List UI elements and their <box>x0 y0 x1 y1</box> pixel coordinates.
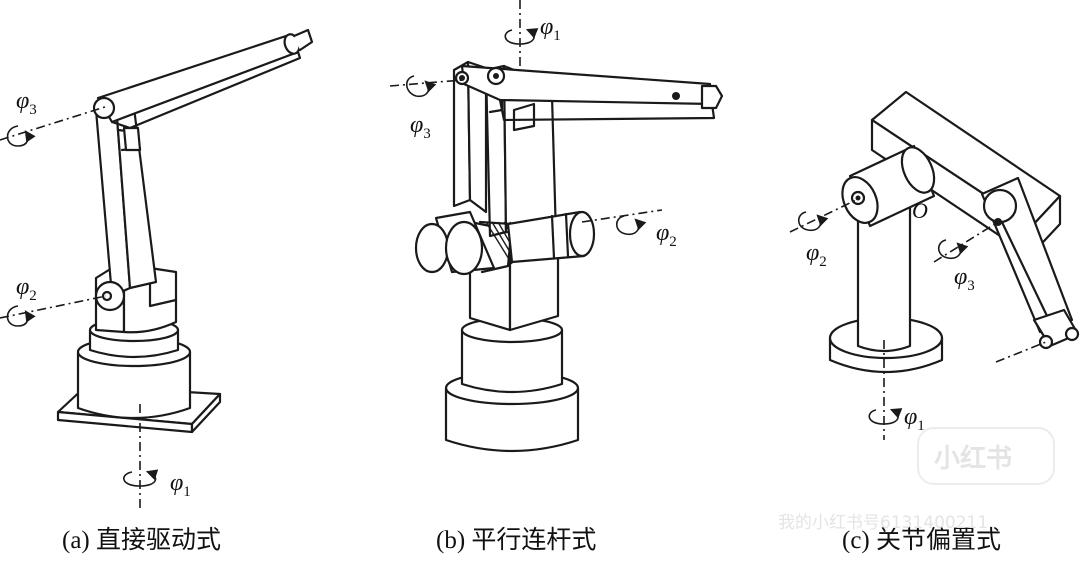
panel-b-joint-2-label: φ2 <box>656 220 677 250</box>
watermark: 小红书 我的小红书号6131400211 <box>778 427 1055 533</box>
panel-a-joint-2-label: φ2 <box>16 274 37 304</box>
panel-c-joint-3-label: φ3 <box>954 264 975 294</box>
panel-b-caption: (b) 平行连杆式 <box>436 526 596 554</box>
watermark-logo-frame <box>917 427 1055 485</box>
panel-c-origin-label: O <box>912 198 928 223</box>
panel-c-offset-joint-robot: O φ2 φ3 φ1 (c) 关节偏置式 <box>789 90 1080 554</box>
panel-c-joint-1-label: φ1 <box>904 404 925 434</box>
panel-c-joint-2-label: φ2 <box>806 240 827 270</box>
panel-b-joint-1-label: φ1 <box>540 14 561 44</box>
watermark-account-text: 我的小红书号6131400211 <box>778 513 988 533</box>
panel-a-direct-drive-robot: φ3 φ2 φ1 (a) 直接驱动式 <box>0 28 314 554</box>
panel-a-joint-3-label: φ3 <box>16 88 37 118</box>
panel-a-caption: (a) 直接驱动式 <box>62 526 221 554</box>
panel-b-joint-3-label: φ3 <box>410 112 431 142</box>
watermark-logo-text: 小红书 <box>934 443 1012 474</box>
panel-a-joint-1-label: φ1 <box>170 470 191 500</box>
panel-c-caption: (c) 关节偏置式 <box>842 526 1001 554</box>
panel-b-parallel-link-robot: φ1 φ3 φ2 (b) 平行连杆式 <box>389 0 724 554</box>
